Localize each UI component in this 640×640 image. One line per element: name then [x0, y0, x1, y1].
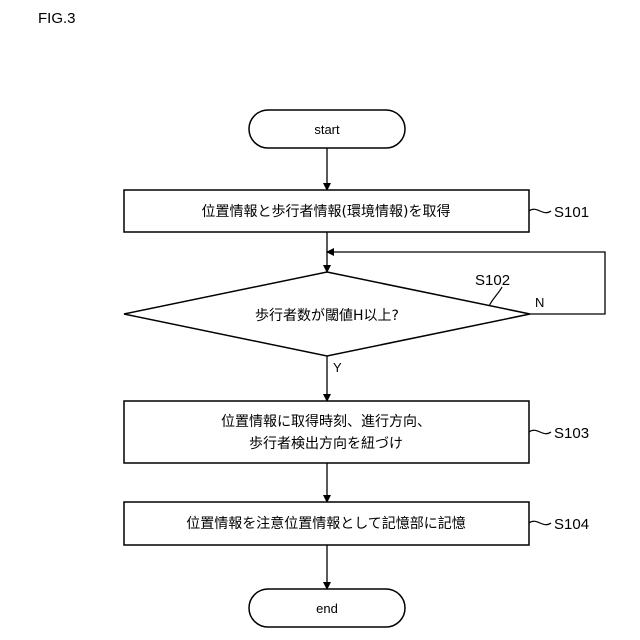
yes-branch-label: Y: [333, 360, 342, 375]
s103-text-line1: 位置情報に取得時刻、進行方向、: [221, 413, 431, 430]
end-label: end: [316, 601, 338, 616]
s103-text-line2: 歩行者検出方向を紐づけ: [249, 436, 403, 452]
s101-leader: [529, 209, 551, 212]
s104-text: 位置情報を注意位置情報として記憶部に記憶: [186, 515, 466, 532]
s104-leader: [529, 521, 551, 524]
s101-step-label: S101: [554, 204, 589, 221]
s103-leader: [529, 430, 551, 433]
no-branch-label: N: [535, 295, 544, 310]
s102-leader: [489, 287, 502, 306]
s104-step-label: S104: [554, 516, 589, 533]
s103-process-box: [124, 401, 529, 463]
start-label: start: [314, 122, 340, 137]
s102-text: 歩行者数が閾値H以上?: [255, 308, 399, 324]
s103-step-label: S103: [554, 425, 589, 442]
s102-step-label: S102: [475, 272, 510, 289]
s101-text: 位置情報と歩行者情報(環境情報)を取得: [202, 203, 451, 220]
